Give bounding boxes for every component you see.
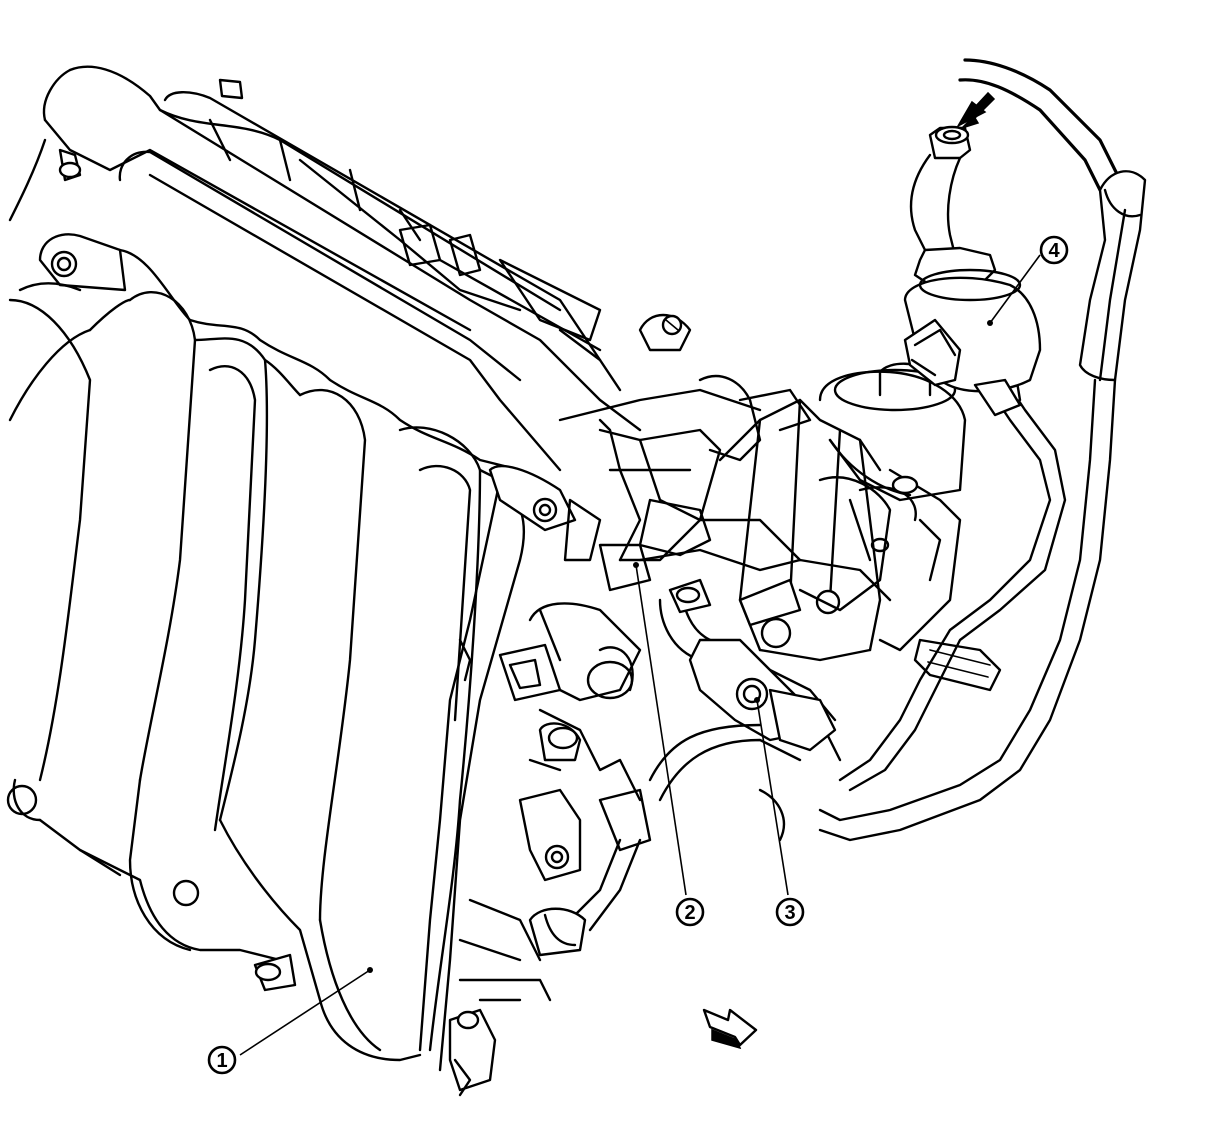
throttle-body xyxy=(448,374,812,1097)
callout-3-label: 3 xyxy=(784,902,795,924)
front-direction-arrow xyxy=(702,1008,758,1050)
callout-1-label: 1 xyxy=(216,1050,227,1072)
vacuum-hose xyxy=(648,58,1147,842)
callout-4: 4 xyxy=(987,235,1069,326)
intake-manifold xyxy=(6,65,692,1072)
callout-2-label: 2 xyxy=(684,902,695,924)
callout-1: 1 xyxy=(207,967,373,1075)
callout-3: 3 xyxy=(754,697,805,927)
callout-2: 2 xyxy=(633,562,705,927)
inlet-flow-arrow xyxy=(956,91,996,129)
egr-valve-assembly xyxy=(638,362,967,662)
callout-4-label: 4 xyxy=(1048,240,1060,262)
solenoid-valve xyxy=(903,125,1042,417)
